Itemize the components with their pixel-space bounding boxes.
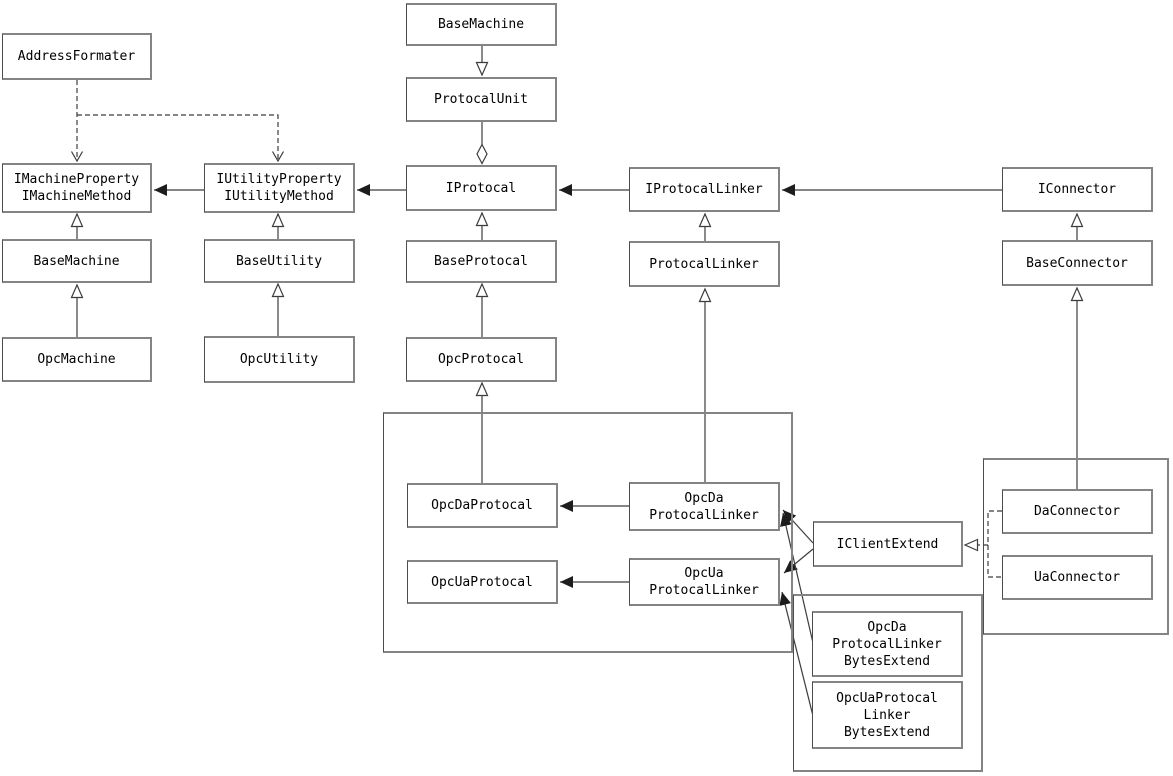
class-label: UaConnector <box>1033 570 1121 585</box>
group-box-bytes-extend <box>793 594 983 772</box>
class-label: IConnector <box>1037 182 1117 197</box>
class-label: Linker <box>863 707 911 723</box>
class-label: DaConnector <box>1033 504 1121 519</box>
edge-dependency-addressformater-iutility <box>77 114 285 163</box>
class-box-baseprotocal: BaseProtocal <box>406 240 557 283</box>
class-box-uaconnector: UaConnector <box>1002 555 1153 600</box>
class-box-opcmachine: OpcMachine <box>2 337 152 382</box>
class-label: OpcUaProtocal <box>431 574 533 590</box>
class-box-baseutility: BaseUtility <box>204 239 355 283</box>
class-label: IMachineProperty <box>13 172 140 187</box>
class-label: ProtocalLinker <box>832 636 942 652</box>
class-box-opcdaprotocallinkerbytesextend: OpcDa ProtocalLinker BytesExtend <box>812 611 963 677</box>
class-label: ProtocalLinker <box>649 583 759 598</box>
class-label: BaseProtocal <box>434 254 528 269</box>
class-box-addressformater: AddressFormater <box>2 33 152 80</box>
class-box-opcuaprotocallinkerbytesextend: OpcUaProtocal Linker BytesExtend <box>812 681 963 749</box>
class-label: OpcDa <box>684 490 724 506</box>
class-box-protocallinker: ProtocalLinker <box>629 241 780 287</box>
class-label: OpcUtility <box>239 352 319 367</box>
class-box-opcuaprotocal: OpcUaProtocal <box>407 560 558 604</box>
class-box-protocalunit: ProtocalUnit <box>406 77 557 122</box>
class-label: IClientExtend <box>836 536 939 552</box>
class-label: IUtilityMethod <box>224 189 334 204</box>
class-label: OpcDaProtocal <box>431 498 533 513</box>
class-box-iprotocallinker: IProtocalLinker <box>629 167 780 212</box>
group-box-opc-protocal-linkers <box>383 412 793 653</box>
class-box-iutilityproperty: IUtilityProperty IUtilityMethod <box>204 163 355 213</box>
group-box-connectors <box>983 458 1169 635</box>
class-box-opcdaprotocal: OpcDaProtocal <box>407 483 558 528</box>
class-label: BytesExtend <box>843 724 931 740</box>
class-label: OpcDa <box>867 619 907 635</box>
class-label: ProtocalLinker <box>649 256 759 272</box>
class-label: BytesExtend <box>843 653 931 669</box>
class-box-daconnector: DaConnector <box>1002 489 1153 534</box>
class-label: IUtilityProperty <box>216 172 342 187</box>
class-label: ProtocalLinker <box>649 507 759 523</box>
class-box-iprotocal: IProtocal <box>406 165 557 211</box>
class-label: OpcProtocal <box>437 352 525 367</box>
class-box-iclientextend: IClientExtend <box>813 521 963 567</box>
class-label: BaseMachine <box>437 17 525 32</box>
class-label: AddressFormater <box>17 49 136 64</box>
class-label: IProtocalLinker <box>645 182 763 197</box>
class-label: IProtocal <box>445 180 517 196</box>
class-label: OpcUa <box>684 566 724 581</box>
class-label: OpcUaProtocal <box>836 690 938 706</box>
edge-association-bytesextendda-opcdaprotocallinker <box>780 512 814 644</box>
class-label: BaseUtility <box>235 253 323 269</box>
class-label: BaseMachine <box>33 253 120 269</box>
class-box-basemachine-top: BaseMachine <box>406 3 557 46</box>
class-label: OpcMachine <box>37 352 116 367</box>
class-box-opcutility: OpcUtility <box>204 336 355 383</box>
class-label: IMachineMethod <box>21 189 132 204</box>
edge-association-bytesextendua-opcuaprotocallinker <box>779 591 814 717</box>
class-box-baseconnector: BaseConnector <box>1002 240 1153 286</box>
class-box-iconnector: IConnector <box>1002 167 1153 212</box>
edge-association-iclientextend-opcuaprotocallinker <box>783 548 814 574</box>
class-box-basemachine: BaseMachine <box>2 239 152 283</box>
class-box-imachineproperty: IMachineProperty IMachineMethod <box>2 163 152 213</box>
class-box-opcdaprotocallinker: OpcDa ProtocalLinker <box>629 482 780 531</box>
class-label: BaseConnector <box>1026 255 1128 271</box>
class-box-opcprotocal: OpcProtocal <box>406 337 557 382</box>
class-label: ProtocalUnit <box>434 92 528 107</box>
class-box-opcuaprotocallinker: OpcUa ProtocalLinker <box>629 558 780 606</box>
